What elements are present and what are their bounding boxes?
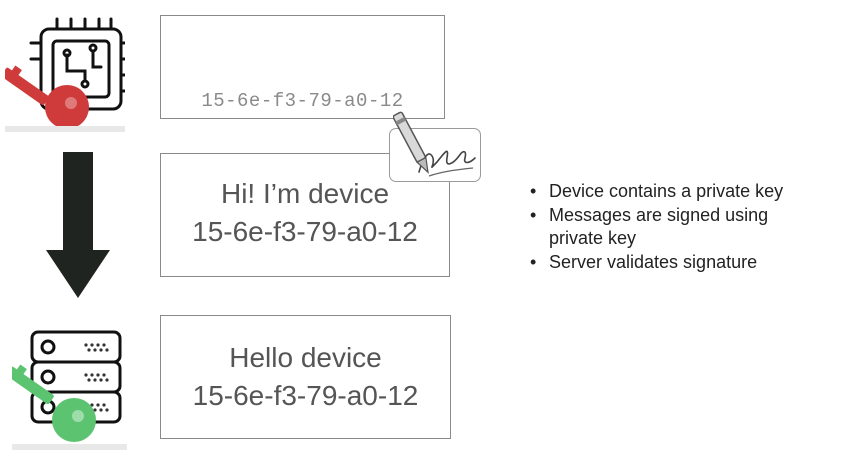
pen-icon bbox=[393, 111, 429, 174]
signature-icon bbox=[417, 150, 476, 177]
down-arrow-icon bbox=[46, 152, 110, 298]
message-text: Hi! I’m device 15-6e-f3-79-a0-12 bbox=[161, 175, 449, 251]
bullet-item-continuation: private key bbox=[549, 228, 637, 248]
chip-with-private-key bbox=[5, 17, 125, 132]
bullet-list: Device contains a private key Messages a… bbox=[527, 180, 783, 274]
reply-text: Hello device 15-6e-f3-79-a0-12 bbox=[161, 339, 450, 415]
message-line-id: 15-6e-f3-79-a0-12 bbox=[192, 216, 418, 247]
reply-line-id: 15-6e-f3-79-a0-12 bbox=[192, 380, 419, 411]
message-line-greeting: Hi! I’m device bbox=[220, 178, 390, 209]
reply-line-greeting: Hello device bbox=[229, 342, 382, 373]
bullet-item: Server validates signature bbox=[527, 251, 783, 275]
bullet-item: Messages are signed using bbox=[527, 204, 783, 228]
red-key-icon bbox=[5, 65, 125, 132]
device-id-box: 15-6e-f3-79-a0-12 bbox=[160, 15, 445, 119]
server-with-public-key bbox=[12, 330, 127, 450]
device-id-text: 15-6e-f3-79-a0-12 bbox=[201, 90, 404, 112]
bullet-item: Device contains a private key bbox=[527, 180, 783, 204]
green-key-icon bbox=[12, 364, 127, 450]
server-reply-box: Hello device 15-6e-f3-79-a0-12 bbox=[160, 315, 451, 439]
